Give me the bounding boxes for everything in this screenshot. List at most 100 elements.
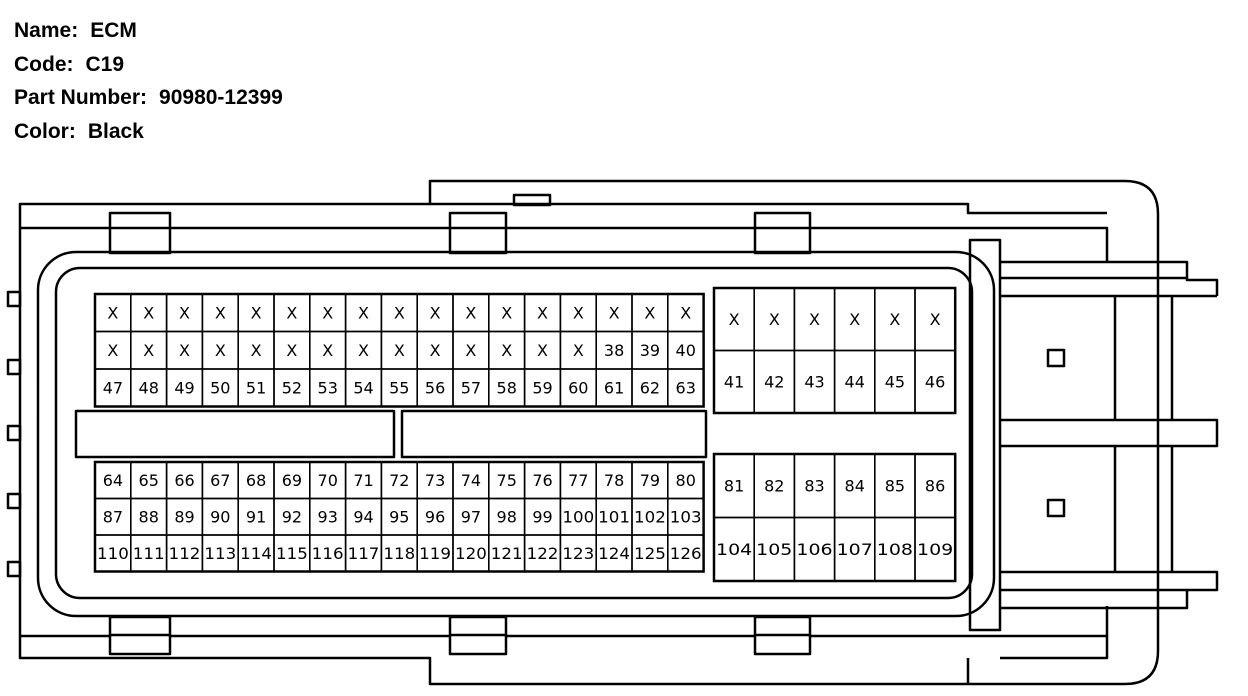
- unused-pin-label: X: [143, 303, 154, 322]
- pin-label: 95: [389, 507, 409, 526]
- unused-pin-label: X: [286, 303, 297, 322]
- lever-indicator-bottom: [1046, 498, 1066, 518]
- pin-label: 72: [389, 471, 409, 490]
- unused-pin-label: X: [849, 310, 860, 329]
- pin-cell: [667, 368, 705, 408]
- pin-label: 114: [240, 544, 272, 563]
- pin-label: 113: [204, 544, 236, 563]
- pin-label: 43: [804, 372, 824, 391]
- pin-label: 61: [604, 378, 624, 397]
- pin-cell: [914, 349, 956, 414]
- pin-label: 105: [756, 540, 792, 559]
- pin-label: 118: [383, 544, 415, 563]
- unused-pin-label: X: [430, 341, 441, 360]
- pin-label: 49: [174, 378, 194, 397]
- housing-top-rail: [20, 226, 1109, 262]
- unused-pin-label: X: [179, 341, 190, 360]
- pin-label: 75: [497, 471, 517, 490]
- unused-pin-label: X: [465, 303, 476, 322]
- pin-label: 58: [497, 378, 517, 397]
- pin-label: 92: [282, 507, 302, 526]
- housing-outline: [18, 179, 1160, 686]
- name-label: Name:: [14, 19, 79, 42]
- color-line: Color: Black: [14, 115, 283, 149]
- pin-label: 122: [527, 544, 559, 563]
- pin-label: 97: [461, 507, 481, 526]
- key-slot-right: [400, 409, 708, 459]
- unused-pin-label: X: [394, 303, 405, 322]
- pin-label: 120: [455, 544, 487, 563]
- pin-label: 115: [276, 544, 308, 563]
- pin-label: 90: [210, 507, 230, 526]
- pin-label: 99: [532, 507, 552, 526]
- unused-pin-label: X: [537, 303, 548, 322]
- unused-pin-label: X: [358, 341, 369, 360]
- pin-label: 93: [318, 507, 338, 526]
- unused-pin-label: X: [215, 341, 226, 360]
- pin-label: 45: [885, 372, 905, 391]
- pin-label: 51: [246, 378, 266, 397]
- pin-label: 54: [353, 378, 373, 397]
- unused-pin-label: X: [465, 341, 476, 360]
- unused-pin-label: X: [729, 310, 740, 329]
- pin-label: 111: [133, 544, 165, 563]
- unused-pin-label: X: [143, 341, 154, 360]
- cavity-inner: [54, 266, 974, 600]
- unused-pin-label: X: [251, 341, 262, 360]
- pin-label: 40: [676, 341, 696, 360]
- pin-label: 39: [640, 341, 660, 360]
- unused-pin-label: X: [430, 303, 441, 322]
- unused-pin-label: X: [769, 310, 780, 329]
- name-value: ECM: [90, 19, 137, 42]
- pin-label: 107: [837, 540, 873, 559]
- pin-label: 84: [845, 476, 865, 495]
- pin-label: 94: [353, 507, 373, 526]
- pin-label: 38: [604, 341, 624, 360]
- name-line: Name: ECM: [14, 14, 283, 48]
- unused-pin-label: X: [537, 341, 548, 360]
- pin-label: 60: [568, 378, 588, 397]
- pin-label: 73: [425, 471, 445, 490]
- color-label: Color:: [14, 119, 76, 143]
- pin-label: 68: [246, 471, 266, 490]
- unused-pin-label: X: [573, 303, 584, 322]
- pin-label: 125: [634, 544, 666, 563]
- unused-pin-label: X: [644, 303, 655, 322]
- pin-label: 44: [845, 372, 865, 391]
- pin-label: 98: [497, 507, 517, 526]
- pin-label: 41: [724, 372, 744, 391]
- pin-label: 103: [670, 507, 702, 526]
- housing-bottom-step: [966, 636, 1109, 684]
- pin-label: 71: [353, 471, 373, 490]
- color-value: Black: [87, 119, 144, 143]
- pin-label: 108: [877, 540, 913, 559]
- pin-label: 62: [640, 378, 660, 397]
- unused-pin-label: X: [251, 303, 262, 322]
- code-label: Code:: [14, 52, 74, 76]
- unused-pin-label: X: [930, 310, 941, 329]
- pin-label: 119: [419, 544, 451, 563]
- pin-label: 88: [139, 507, 159, 526]
- unused-pin-label: X: [286, 341, 297, 360]
- pin-label: 126: [670, 544, 702, 563]
- pin-label: 47: [103, 378, 123, 397]
- pin-label: 48: [139, 378, 159, 397]
- lever-indicator-top: [1046, 348, 1066, 368]
- unused-pin-label: X: [609, 303, 620, 322]
- pin-label: 117: [348, 544, 380, 563]
- part-number-line: Part Number:90980-12399: [14, 81, 283, 115]
- pin-label: 106: [796, 540, 832, 559]
- pin-label: 104: [716, 540, 752, 559]
- pin-label: 50: [210, 378, 230, 397]
- pin-label: 123: [562, 544, 594, 563]
- pin-label: 96: [425, 507, 445, 526]
- pin-label: 64: [103, 471, 123, 490]
- pin-label: 52: [282, 378, 302, 397]
- pin-label: 100: [562, 507, 594, 526]
- lock-lever-arm: [1000, 260, 1219, 610]
- housing-top-step: [430, 202, 1107, 215]
- unused-pin-label: X: [501, 341, 512, 360]
